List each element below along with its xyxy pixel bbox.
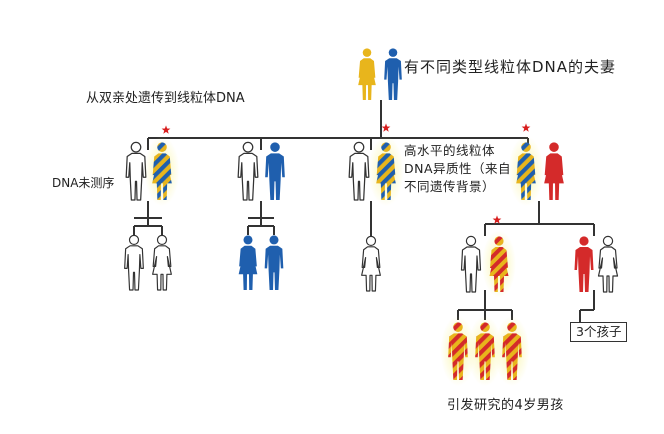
couple-label: 有不同类型线粒体DNA的夫妻 (404, 58, 617, 76)
gen2-spouse-1 (125, 141, 147, 201)
gen4-boy-2 (467, 315, 503, 387)
gen3-child-4a (482, 230, 516, 298)
gen4-boy-3 (494, 315, 530, 387)
gen3-child-1b (152, 234, 172, 291)
pedigree-lines (133, 100, 595, 322)
founder-mother (358, 48, 376, 100)
gen3-child-2b (264, 235, 284, 290)
three-children-label: 3个孩子 (570, 322, 628, 342)
gen4-boy-1 (440, 315, 476, 387)
pedigree-figures (124, 48, 619, 387)
heteroplasmy-label: 高水平的线粒体DNA异质性（来自不同遗传背景） (404, 143, 512, 194)
gen2-daughter-3 (368, 135, 404, 207)
gen2-daughter-4 (508, 135, 544, 207)
gen3-child-2a (238, 235, 258, 290)
gen3-spouse-4a (460, 235, 482, 293)
gen3-spouse-4b (597, 235, 619, 293)
gen2-daughter-1 (144, 135, 180, 207)
founder-father (384, 48, 402, 100)
marker-star-icon (492, 215, 502, 224)
both-parents-inheritance-label: 从双亲处遗传到线粒体DNA (86, 91, 245, 106)
proband-label: 引发研究的4岁男孩 (447, 398, 564, 413)
dna-not-sequenced-label: DNA未测序 (52, 176, 115, 190)
gen2-spouse-2 (237, 141, 259, 201)
gen3-child-4b (574, 236, 594, 292)
gen3-child-1a (124, 234, 144, 291)
gen2-spouse-3 (348, 141, 370, 201)
marker-star-icon (521, 123, 531, 132)
marker-star-icon (161, 125, 171, 134)
gen2-son-2 (265, 142, 285, 200)
gen2-spouse-4 (544, 142, 564, 200)
marker-star-icon (381, 123, 391, 132)
gen3-child-3 (361, 235, 381, 292)
